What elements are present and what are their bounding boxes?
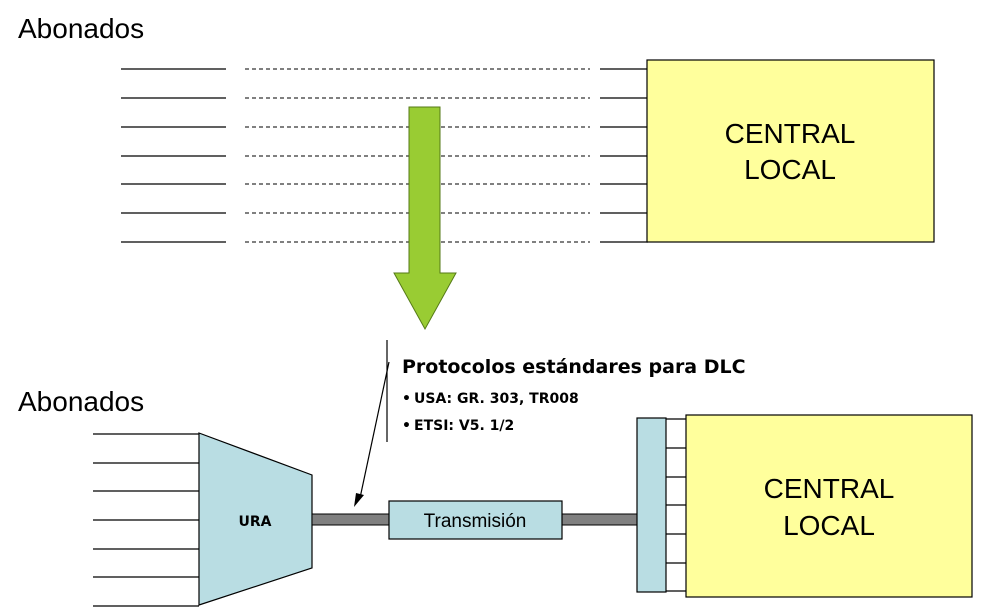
transmission-label: Transmisión [424,511,527,532]
bottom-central-box [685,414,973,598]
bottom-central-line2: LOCAL [783,510,875,541]
note-title: Protocolos estándares para DLC [402,356,746,378]
bottom-subscriber-lines [93,433,199,607]
note-pointer-line [359,361,390,499]
note-item-2: ETSI: V5. 1/2 [414,418,514,434]
top-dashed-lines [245,68,590,243]
top-central-line1: CENTRAL [725,118,856,149]
top-central-box [646,59,935,243]
note-item-1: USA: GR. 303, TR008 [414,391,579,407]
top-central-stubs [600,68,648,243]
transition-down-arrow-icon [393,106,457,331]
central-interface-strip [636,417,667,593]
top-subscribers-label: Abonados [18,13,144,44]
top-subscriber-lines [121,68,226,243]
note-pointer-arrowhead-icon [354,493,364,507]
ura-label: URA [239,514,272,530]
note-bullet-2-dot: • [402,418,411,434]
transmission-central-link [560,513,640,526]
note-bullet-1-dot: • [402,391,411,407]
bottom-central-line1: CENTRAL [764,473,895,504]
transmission-box [388,500,563,540]
ura-unit [198,432,313,606]
ura-transmission-link [311,513,391,526]
top-central-line2: LOCAL [744,154,836,185]
bottom-subscribers-label: Abonados [18,386,144,417]
bottom-central-stubs [666,418,686,592]
